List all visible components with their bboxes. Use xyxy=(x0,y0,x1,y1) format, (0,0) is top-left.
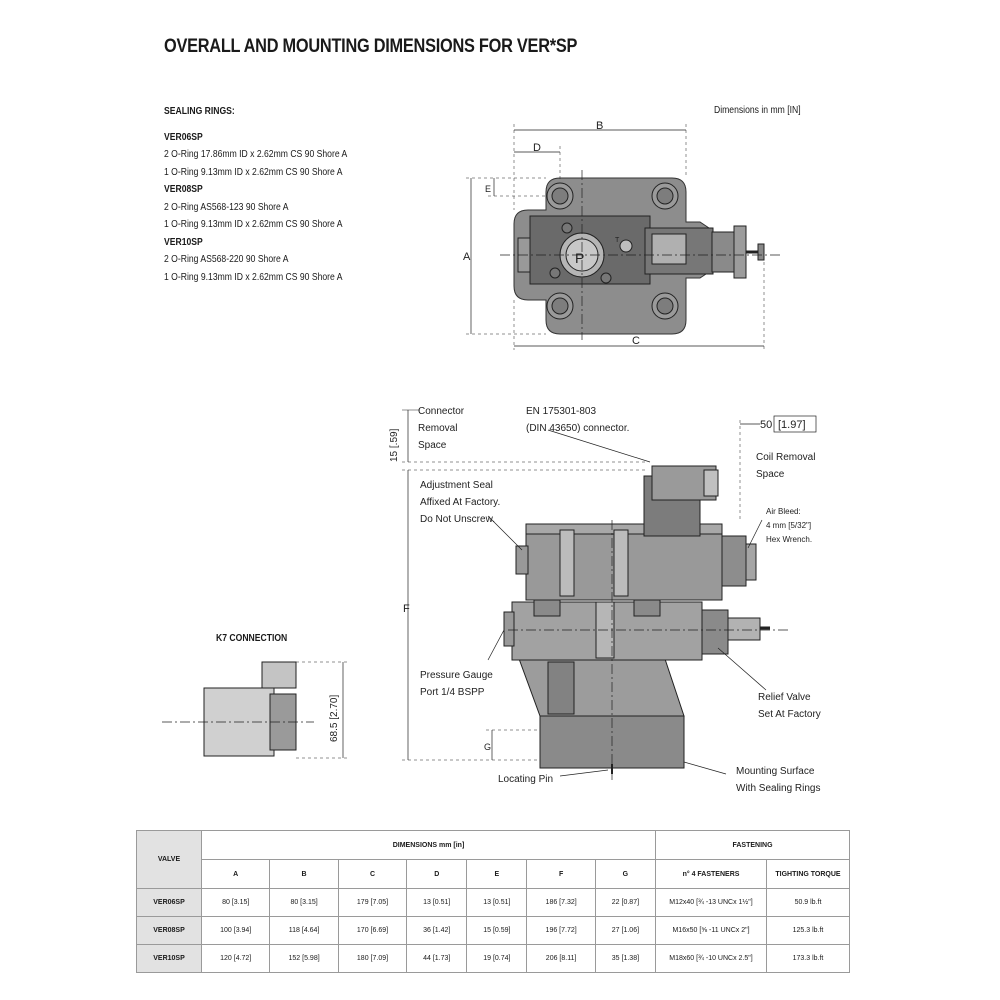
sealing-heading: SEALING RINGS: xyxy=(164,105,235,117)
torque-cell: 173.3 lb.ft xyxy=(766,944,850,973)
fastener-cell: M12x40 [¾ -13 UNCx 1½"] xyxy=(655,888,767,917)
valve-name: VER10SP xyxy=(136,944,202,973)
en-connector-line: EN 175301-803 xyxy=(526,406,596,417)
sealing-group-title: VER06SP xyxy=(164,130,203,143)
table-cell: 22 [0.87] xyxy=(594,888,657,917)
table-cell: 27 [1.06] xyxy=(594,916,657,945)
k7-connection-drawing xyxy=(162,661,348,759)
dim-label-a: A xyxy=(463,251,471,263)
port-label-p: P xyxy=(575,250,584,266)
dimensions-header: DIMENSIONS mm [in] xyxy=(201,830,656,860)
column-header: B xyxy=(269,859,339,889)
k7-connection-heading: K7 CONNECTION xyxy=(216,632,288,644)
top-view-drawing xyxy=(466,124,780,350)
table-cell: 19 [0.74] xyxy=(466,944,528,973)
air-bleed-line: 4 mm [5/32"] xyxy=(766,521,811,530)
table-cell: 196 [7.72] xyxy=(526,916,596,945)
pressure-gauge-line: Port 1/4 BSPP xyxy=(420,687,485,698)
adjustment-seal-line: Adjustment Seal xyxy=(420,480,493,491)
column-header: G xyxy=(594,859,657,889)
table-cell: 180 [7.09] xyxy=(337,944,408,973)
table-cell: 120 [4.72] xyxy=(200,944,271,973)
table-cell: 80 [3.15] xyxy=(269,888,339,917)
dim-label-f: F xyxy=(403,603,410,615)
locating-pin-label: Locating Pin xyxy=(498,774,553,785)
connector-removal-line: Space xyxy=(418,440,447,451)
table-cell: 186 [7.32] xyxy=(526,888,596,917)
torque-cell: 125.3 lb.ft xyxy=(766,916,850,945)
dim-15-label: 15 [.59] xyxy=(389,428,400,462)
connector-removal-line: Connector xyxy=(418,406,465,417)
table-cell: 100 [3.94] xyxy=(200,916,271,945)
dimensions-note: Dimensions in mm [IN] xyxy=(714,104,801,116)
sealing-line: 1 O-Ring 9.13mm ID x 2.62mm CS 90 Shore … xyxy=(164,270,343,283)
dim-label-g: G xyxy=(484,742,491,752)
air-bleed-line: Hex Wrench. xyxy=(766,535,812,544)
dim-label-d: D xyxy=(533,142,541,154)
coil-removal-line: Space xyxy=(756,469,785,480)
table-cell: 35 [1.38] xyxy=(594,944,657,973)
table-cell: 118 [4.64] xyxy=(269,916,339,945)
dim-label-e: E xyxy=(485,184,491,194)
torque-header: TIGHTING TORQUE xyxy=(766,859,850,889)
sealing-line: 2 O-Ring 17.86mm ID x 2.62mm CS 90 Shore… xyxy=(164,148,348,160)
dim-label-b: B xyxy=(596,120,603,132)
valve-name: VER08SP xyxy=(136,916,202,945)
pressure-gauge-line: Pressure Gauge xyxy=(420,670,493,681)
sealing-line: 2 O-Ring AS568-220 90 Shore A xyxy=(164,253,289,265)
sealing-group-title: VER10SP xyxy=(164,235,203,248)
table-row: VER08SP 100 [3.94] 118 [4.64] 170 [6.69]… xyxy=(136,916,850,945)
column-header: F xyxy=(526,859,596,889)
valve-header: VALVE xyxy=(136,830,202,889)
table-row: VER06SP 80 [3.15] 80 [3.15] 179 [7.05] 1… xyxy=(136,888,850,917)
coil-removal-line: Coil Removal xyxy=(756,452,815,463)
dimensions-table: VALVE DIMENSIONS mm [in] FASTENING A B C… xyxy=(136,830,850,973)
dim-label-c: C xyxy=(632,335,640,347)
table-cell: 36 [1.42] xyxy=(406,916,468,945)
sealing-rings-section: SEALING RINGS: VER06SP 2 O-Ring 17.86mm … xyxy=(164,103,347,286)
table-cell: 179 [7.05] xyxy=(337,888,408,917)
table-cell: 15 [0.59] xyxy=(466,916,528,945)
valve-name: VER06SP xyxy=(136,888,202,917)
fasteners-header: n° 4 FASTENERS xyxy=(655,859,767,889)
fastener-cell: M16x50 [⅝ -11 UNCx 2"] xyxy=(655,916,767,945)
side-view-drawing xyxy=(402,409,790,780)
dim-197-label: [1.97] xyxy=(778,419,806,431)
column-header: D xyxy=(406,859,468,889)
mounting-surface-line: Mounting Surface xyxy=(736,766,815,777)
k7-dimension-label: 68.5 [2.70] xyxy=(329,695,340,742)
dim-50-label: 50 xyxy=(760,419,772,431)
en-connector-line: (DIN 43650) connector. xyxy=(526,423,629,434)
mounting-surface-line: With Sealing Rings xyxy=(736,783,820,794)
air-bleed-line: Air Bleed: xyxy=(766,507,801,516)
sealing-group-title: VER08SP xyxy=(164,183,203,195)
port-label-t: T xyxy=(615,237,620,244)
column-header: E xyxy=(466,859,528,889)
relief-valve-line: Set At Factory xyxy=(758,709,821,720)
connector-removal-line: Removal xyxy=(418,423,457,434)
table-cell: 80 [3.15] xyxy=(200,888,271,917)
page-title: OVERALL AND MOUNTING DIMENSIONS FOR VER*… xyxy=(164,36,578,57)
table-row: VER10SP 120 [4.72] 152 [5.98] 180 [7.09]… xyxy=(136,944,850,973)
table-cell: 13 [0.51] xyxy=(466,888,528,917)
fastening-header: FASTENING xyxy=(655,830,850,860)
adjustment-seal-line: Do Not Unscrew. xyxy=(420,514,495,525)
column-header: A xyxy=(200,859,271,889)
fastener-cell: M18x60 [¾ -10 UNCx 2.5"] xyxy=(655,944,767,973)
dim-197-box xyxy=(773,415,817,433)
table-cell: 206 [8.11] xyxy=(526,944,596,973)
sealing-line: 1 O-Ring 9.13mm ID x 2.62mm CS 90 Shore … xyxy=(164,218,343,230)
sealing-line: 1 O-Ring 9.13mm ID x 2.62mm CS 90 Shore … xyxy=(164,165,343,178)
table-cell: 13 [0.51] xyxy=(406,888,468,917)
table-cell: 152 [5.98] xyxy=(269,944,339,973)
table-cell: 44 [1.73] xyxy=(406,944,468,973)
sealing-line: 2 O-Ring AS568-123 90 Shore A xyxy=(164,200,289,213)
column-header: C xyxy=(337,859,408,889)
relief-valve-line: Relief Valve xyxy=(758,692,811,703)
adjustment-seal-line: Affixed At Factory. xyxy=(420,497,500,508)
torque-cell: 50.9 lb.ft xyxy=(766,888,850,917)
table-cell: 170 [6.69] xyxy=(337,916,408,945)
